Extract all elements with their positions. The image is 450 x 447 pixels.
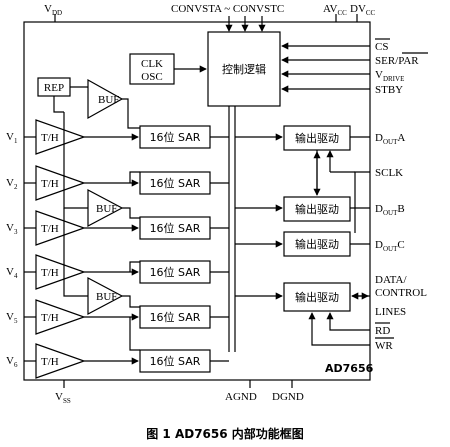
cs-pin-label: CS: [375, 41, 388, 53]
convst-pin-label: CONVSTA ~ CONVSTC: [171, 3, 284, 15]
chip-outline: [23, 21, 371, 381]
dvcc-pin-label: DVCC: [350, 3, 376, 17]
lines-pin-label: LINES: [375, 306, 406, 318]
v3-pin-label: V3: [6, 222, 18, 236]
output-driver-parallel-label: 输出驱动: [295, 290, 339, 304]
output-driver-b-label: 输出驱动: [295, 202, 339, 216]
douta-pin-label: DOUTA: [375, 132, 405, 146]
clk-osc-block: [129, 53, 175, 85]
vdrive-pin-label: VDRIVE: [375, 69, 404, 83]
ser-par-pin-label: SER/PAR: [375, 55, 419, 67]
output-driver-b: [283, 196, 351, 222]
data-control-pin-label-2: CONTROL: [375, 287, 427, 299]
th-label-2: T/H: [41, 178, 59, 190]
stby-pin-label: STBY: [375, 84, 403, 96]
osc-label: OSC: [141, 71, 162, 83]
output-driver-c-label: 输出驱动: [295, 237, 339, 251]
th-label-3: T/H: [41, 223, 59, 235]
rep-label: REP: [44, 82, 64, 94]
output-driver-parallel: [283, 282, 351, 312]
control-logic-label: 控制逻辑: [222, 62, 266, 76]
v4-pin-label: V4: [6, 266, 18, 280]
sar-label-6: 16位 SAR: [150, 354, 201, 368]
v2-pin-label: V2: [6, 177, 18, 191]
clk-label: CLK: [141, 58, 163, 70]
channel-4: V4 T/H 16位 SAR: [6, 254, 211, 290]
buf-label-2: BUF: [96, 203, 117, 215]
sar-label-2: 16位 SAR: [150, 176, 201, 190]
channel-6: V6 T/H 16位 SAR: [6, 343, 211, 379]
sar-label-1: 16位 SAR: [150, 130, 201, 144]
vss-pin-label: VSS: [55, 391, 71, 405]
vdd-pin-label: VDD: [44, 3, 62, 17]
th-amplifier-6: [35, 343, 86, 379]
data-control-pin-label-1: DATA/: [375, 274, 407, 286]
th-label-1: T/H: [41, 132, 59, 144]
buf-triangle-1: [87, 78, 124, 120]
buf-label-3: BUF: [96, 291, 117, 303]
th-label-5: T/H: [41, 312, 59, 324]
doutc-pin-label: DOUTC: [375, 239, 405, 253]
v5-pin-label: V5: [6, 311, 18, 325]
figure-caption: 图 1 AD7656 内部功能框图: [146, 426, 304, 441]
th-amplifier-4: [35, 254, 86, 290]
channel-5: V5 T/H 16位 SAR: [6, 299, 211, 335]
doutb-pin-label: DOUTB: [375, 203, 405, 217]
th-amplifier-3: [35, 210, 86, 246]
sclk-pin-label: SCLK: [375, 167, 403, 179]
th-amplifier-1: [35, 119, 86, 155]
buf-label-1: BUF: [98, 94, 119, 106]
channel-3: V3 T/H 16位 SAR: [6, 210, 211, 246]
v6-pin-label: V6: [6, 355, 18, 369]
rd-pin-label: RD: [375, 325, 390, 337]
th-amplifier-2: [35, 165, 86, 201]
wr-pin-label: WR: [375, 340, 393, 352]
v1-pin-label: V1: [6, 131, 18, 145]
th-amplifier-5: [35, 299, 86, 335]
agnd-pin-label: AGND: [225, 391, 257, 403]
avcc-pin-label: AVCC: [323, 3, 347, 17]
th-label-6: T/H: [41, 356, 59, 368]
channel-1: V1 T/H 16位 SAR: [6, 119, 211, 155]
th-label-4: T/H: [41, 267, 59, 279]
output-driver-a: [283, 125, 351, 151]
control-logic-block: [207, 31, 281, 107]
sar-label-3: 16位 SAR: [150, 221, 201, 235]
output-driver-a-label: 输出驱动: [295, 131, 339, 145]
channel-2: V2 T/H 16位 SAR: [6, 165, 211, 201]
dgnd-pin-label: DGND: [272, 391, 304, 403]
chip-name-label: AD7656: [325, 362, 374, 375]
sar-label-4: 16位 SAR: [150, 265, 201, 279]
sar-label-5: 16位 SAR: [150, 310, 201, 324]
